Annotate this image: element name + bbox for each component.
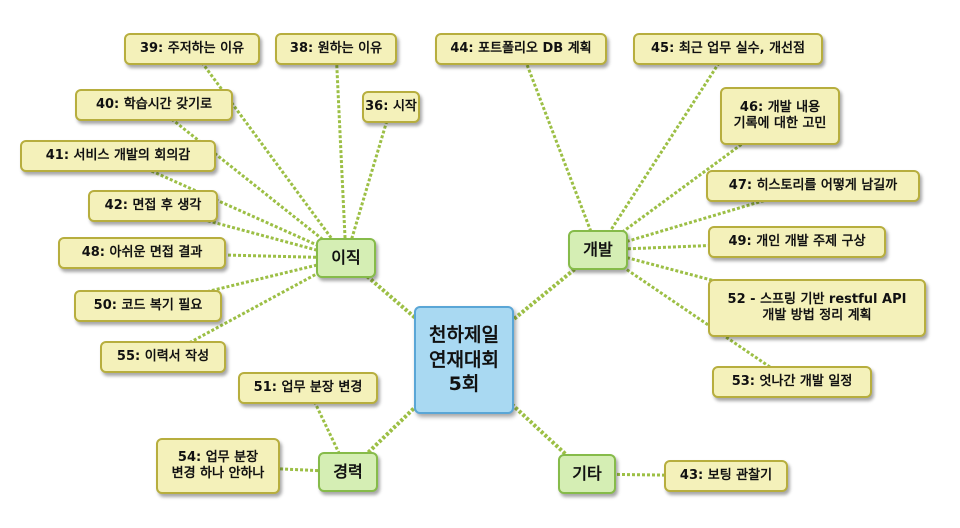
link-leaf-52 [597, 248, 818, 310]
leaf-46[interactable]: 46: 개발 내용 기록에 대한 고민 [720, 87, 840, 145]
leaf-45[interactable]: 45: 최근 업무 실수, 개선점 [633, 33, 823, 65]
leaf-50[interactable]: 50: 코드 복기 필요 [74, 290, 222, 322]
leaf-40[interactable]: 40: 학습시간 갖기로 [75, 89, 233, 121]
leaf-36[interactable]: 36: 시작 [362, 91, 420, 123]
leaf-53[interactable]: 53: 엇나간 개발 일정 [712, 366, 872, 398]
link-leaf-41 [117, 154, 347, 260]
link-leaf-36 [344, 106, 393, 259]
leaf-47[interactable]: 47: 히스토리를 어떻게 남길까 [706, 170, 920, 202]
branch-gaebal[interactable]: 개발 [568, 230, 628, 270]
branch-gita[interactable]: 기타 [558, 454, 616, 494]
leaf-39[interactable]: 39: 주저하는 이유 [124, 33, 260, 65]
branch-gyeongryeok[interactable]: 경력 [318, 452, 378, 492]
link-leaf-45 [596, 48, 730, 251]
leaf-43[interactable]: 43: 보팅 관찰기 [664, 460, 788, 492]
link-center-b-gaebal [462, 248, 600, 362]
leaf-51[interactable]: 51: 업무 분장 변경 [238, 372, 378, 404]
leaf-41[interactable]: 41: 서비스 개발의 회의감 [20, 140, 216, 172]
leaf-52[interactable]: 52 - 스프링 기반 restful API 개발 방법 정리 계획 [708, 279, 926, 337]
leaf-54[interactable]: 54: 업무 분장 변경 하나 안하나 [156, 438, 280, 494]
link-leaf-46 [597, 114, 781, 252]
branch-ijik[interactable]: 이직 [316, 238, 376, 278]
leaf-48[interactable]: 48: 아쉬운 면접 결과 [58, 237, 226, 269]
link-leaf-39 [190, 48, 348, 259]
link-leaf-44 [519, 48, 600, 251]
leaf-44[interactable]: 44: 포트폴리오 DB 계획 [435, 33, 607, 65]
link-leaf-50 [147, 256, 347, 308]
link-leaf-40 [153, 103, 347, 260]
leaf-42[interactable]: 42: 면접 후 생각 [88, 190, 218, 222]
leaf-55[interactable]: 55: 이력서 작성 [100, 341, 226, 373]
link-leaf-53 [597, 248, 793, 384]
link-leaf-38 [334, 48, 348, 259]
leaf-38[interactable]: 38: 원하는 이유 [275, 33, 397, 65]
leaf-49[interactable]: 49: 개인 개발 주제 구상 [708, 226, 886, 258]
central-topic[interactable]: 천하제일 연재대회 5회 [414, 306, 514, 414]
